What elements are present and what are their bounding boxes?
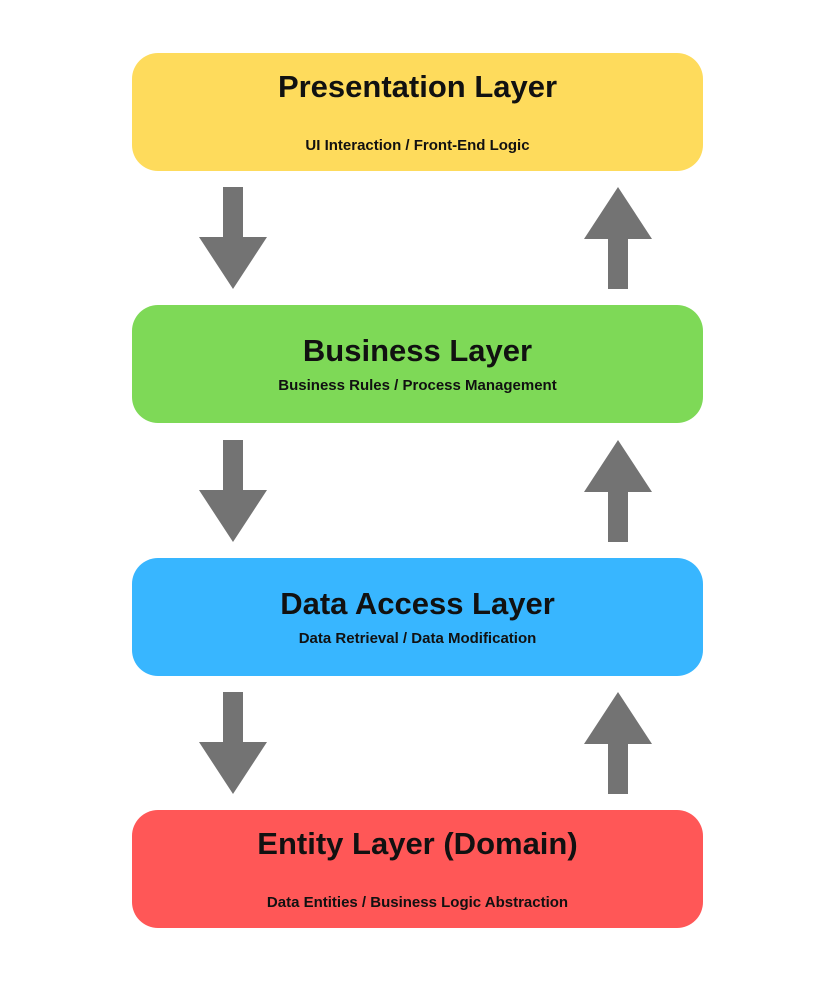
business-layer-box: Business Layer Business Rules / Process … [132,305,703,423]
entity-layer-title: Entity Layer (Domain) [257,826,578,861]
down-arrow-icon [199,692,267,794]
business-layer-title: Business Layer [302,333,533,368]
data-access-layer-subtitle: Data Retrieval / Data Modification [298,630,537,647]
business-layer-subtitle: Business Rules / Process Management [278,377,557,394]
down-arrow-icon [199,187,267,289]
presentation-layer-subtitle: UI Interaction / Front-End Logic [305,137,530,154]
entity-layer-subtitle: Data Entities / Business Logic Abstracti… [266,894,569,911]
presentation-layer-title: Presentation Layer [277,69,558,104]
up-arrow-icon [584,187,652,289]
up-arrow-icon [584,440,652,542]
down-arrow-icon [199,440,267,542]
data-access-layer-title: Data Access Layer [280,586,555,621]
up-arrow-icon [584,692,652,794]
presentation-layer-box: Presentation Layer UI Interaction / Fron… [132,53,703,171]
entity-layer-box: Entity Layer (Domain) Data Entities / Bu… [132,810,703,928]
data-access-layer-box: Data Access Layer Data Retrieval / Data … [132,558,703,676]
